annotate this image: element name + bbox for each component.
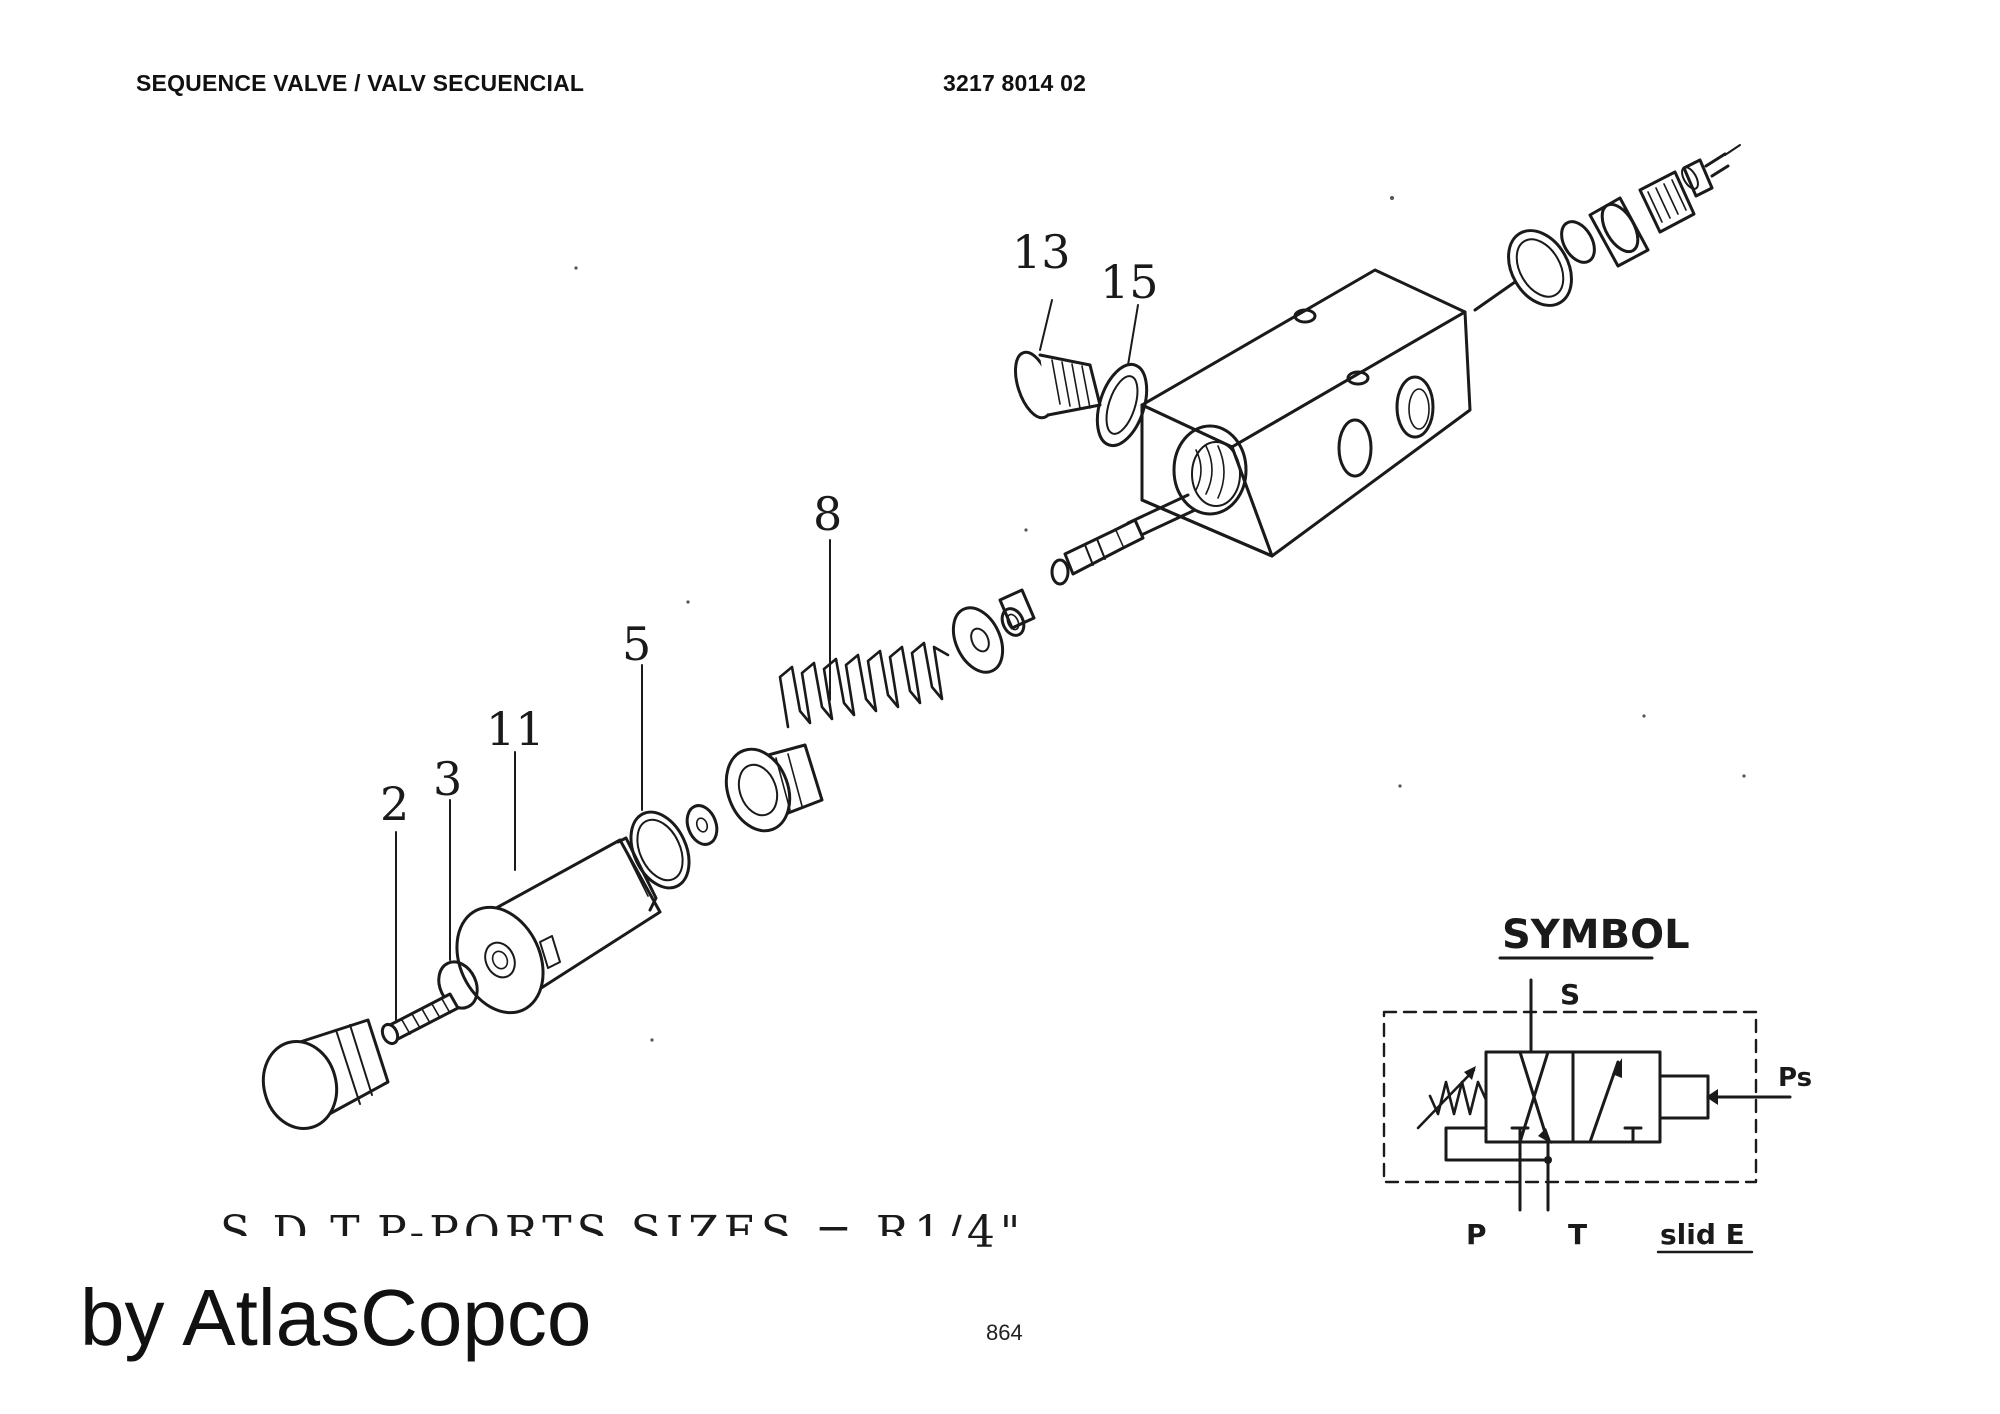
piston — [724, 743, 824, 833]
callout-11: 11 — [486, 702, 545, 756]
port-p-label: P — [1466, 1218, 1487, 1251]
o-ring-3 — [437, 799, 479, 1010]
symbol-title: SYMBOL — [1502, 912, 1690, 958]
page-number: 864 — [986, 1320, 1023, 1345]
symbol-caption: slid E — [1660, 1218, 1745, 1251]
valve-plunger — [1050, 493, 1197, 586]
seat-nut — [998, 588, 1036, 637]
piston-washer — [685, 804, 719, 846]
adjusting-screw-2 — [380, 831, 460, 1046]
valve-body-block — [1140, 268, 1472, 558]
callout-15: 15 — [1100, 255, 1159, 309]
brand-footer: by AtlasCopco — [80, 1273, 592, 1362]
callout-3: 3 — [433, 752, 462, 806]
header-title: SEQUENCE VALVE / VALV SECUENCIAL — [136, 70, 585, 96]
inlet-fitting — [1473, 144, 1741, 312]
washer-15 — [1095, 304, 1149, 448]
callout-5: 5 — [622, 617, 651, 671]
note-crop-mask — [200, 1236, 960, 1266]
cylinder-11 — [455, 751, 662, 1015]
callout-2: 2 — [380, 777, 409, 831]
scan-specks — [574, 196, 1746, 1042]
plug-13 — [1014, 299, 1102, 420]
port-ps-label: Ps — [1778, 1063, 1812, 1093]
callout-8: 8 — [813, 487, 842, 541]
port-t-label: T — [1568, 1218, 1587, 1251]
spring-washer — [951, 606, 1005, 674]
part-number: 3217 8014 02 — [943, 70, 1087, 96]
cap-nut — [261, 1018, 390, 1131]
spring-8 — [778, 539, 950, 729]
hydraulic-symbol: SYMBOL S Ps P T — [1382, 912, 1812, 1254]
callout-13: 13 — [1012, 225, 1071, 279]
port-s-label: S — [1560, 978, 1580, 1011]
